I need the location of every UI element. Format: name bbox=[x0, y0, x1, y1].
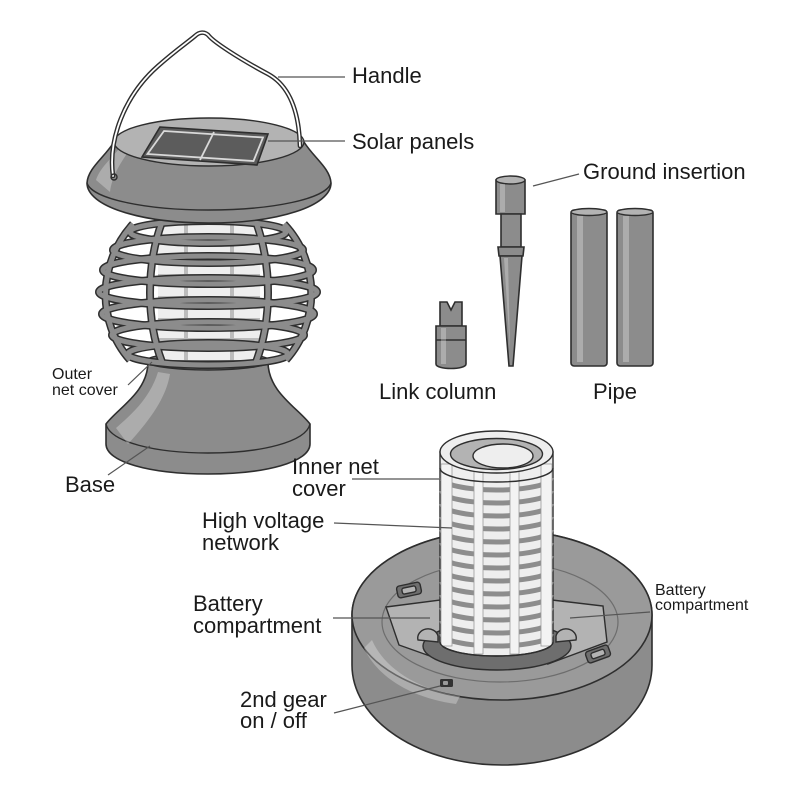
leader-gear-switch bbox=[333, 685, 441, 714]
recess-tab-left bbox=[417, 628, 439, 643]
solar-panel bbox=[140, 126, 270, 166]
label-battery-right-line2: compartment bbox=[655, 597, 749, 614]
cage-ring bbox=[96, 275, 320, 309]
cage-rib bbox=[103, 222, 135, 362]
pipe-2 bbox=[616, 207, 654, 367]
light-post bbox=[230, 222, 234, 360]
cage-ring bbox=[99, 297, 317, 331]
label-gear-switch-line1: 2nd gear bbox=[240, 687, 327, 712]
label-link-column: Link column bbox=[379, 379, 496, 404]
base-unit bbox=[351, 430, 653, 766]
label-ground-insertion: Ground insertion bbox=[583, 159, 746, 184]
label-outer-net-cover-line2: net cover bbox=[52, 382, 118, 399]
cage-rib bbox=[147, 221, 165, 363]
label-battery-left-line2: compartment bbox=[193, 613, 321, 638]
cage-ring bbox=[100, 253, 316, 287]
labels: Handle Solar panels Ground insertion Lin… bbox=[52, 63, 749, 733]
clip-left bbox=[395, 581, 423, 599]
handle bbox=[109, 30, 303, 181]
label-battery-left-line1: Battery bbox=[193, 591, 263, 616]
label-pipe: Pipe bbox=[593, 379, 637, 404]
leader-ground-insertion bbox=[532, 173, 580, 187]
label-handle: Handle bbox=[352, 63, 422, 88]
leader-base bbox=[107, 445, 151, 476]
clip-right bbox=[584, 644, 612, 664]
leader-lines bbox=[107, 76, 651, 714]
pipe-top bbox=[570, 207, 608, 217]
ground-stake bbox=[495, 175, 526, 367]
label-high-voltage-network-line2: network bbox=[202, 530, 280, 555]
label-battery-right-line1: Battery bbox=[655, 582, 706, 599]
net-post bbox=[540, 463, 553, 647]
net-post bbox=[440, 463, 453, 647]
gear-switch bbox=[440, 679, 453, 687]
net-post bbox=[509, 467, 520, 655]
link-column bbox=[435, 301, 467, 370]
handle-hook bbox=[110, 173, 118, 181]
label-high-voltage-network-line1: High voltage bbox=[202, 508, 324, 533]
leader-high-voltage-network bbox=[333, 522, 453, 529]
cage-fill bbox=[96, 218, 320, 368]
outer-net-cover bbox=[95, 217, 321, 369]
leader-battery-right bbox=[569, 611, 651, 619]
label-inner-net-cover-line1: Inner net bbox=[292, 454, 379, 479]
recess-tab-right bbox=[555, 628, 577, 643]
pipe-top bbox=[616, 207, 654, 217]
label-outer-net-cover-line1: Outer bbox=[52, 366, 93, 383]
inner-net-cover bbox=[439, 430, 554, 657]
net-top-dome bbox=[472, 443, 534, 469]
leader-outer-net-cover bbox=[127, 361, 153, 386]
light-post bbox=[184, 222, 188, 360]
stake-top bbox=[495, 175, 526, 185]
label-inner-net-cover-line2: cover bbox=[292, 476, 346, 501]
label-solar-panels: Solar panels bbox=[352, 129, 474, 154]
net-post bbox=[473, 467, 484, 655]
label-gear-switch-line2: on / off bbox=[240, 708, 308, 733]
cage-rib bbox=[253, 221, 271, 363]
cage-rib bbox=[282, 222, 314, 362]
lamp-assembly bbox=[86, 30, 332, 475]
pipe-1 bbox=[570, 207, 608, 367]
panel-divider bbox=[199, 131, 215, 161]
label-base: Base bbox=[65, 472, 115, 497]
